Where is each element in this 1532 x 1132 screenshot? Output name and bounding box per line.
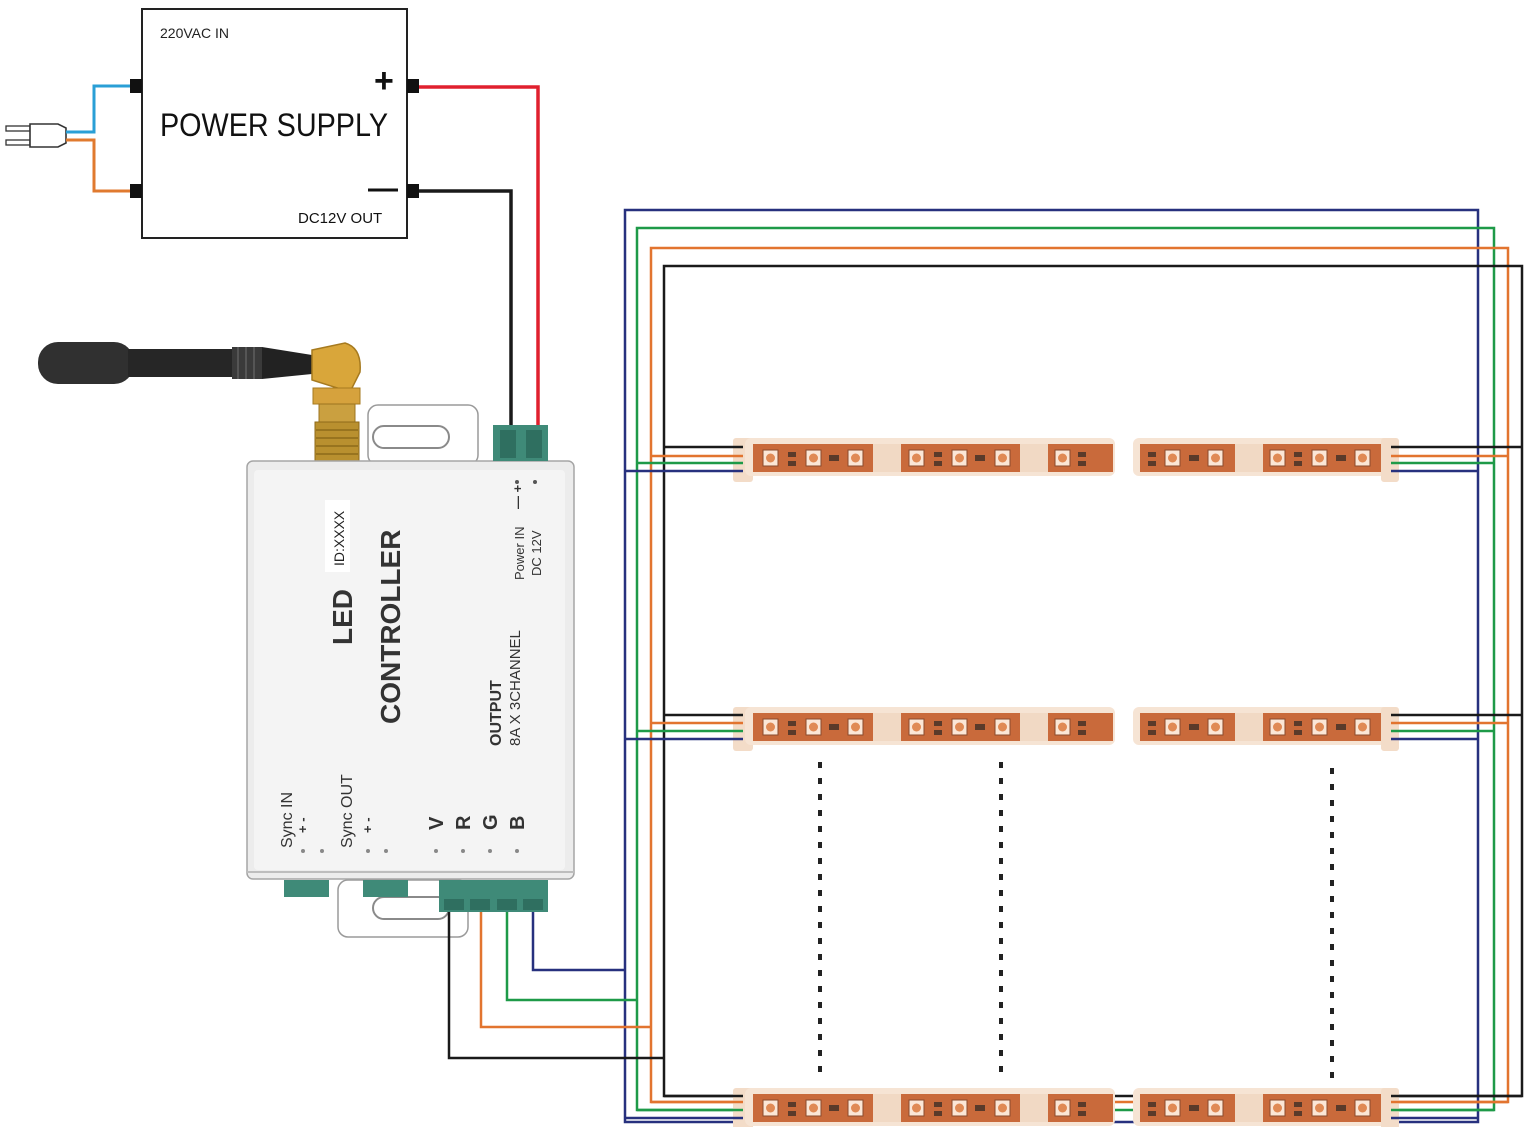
- sync-out-terminal: [363, 880, 408, 897]
- led-strip-row-bottom: [733, 1088, 1399, 1127]
- dc-negative-wire: [419, 189, 513, 427]
- led-strip-row-middle: [733, 707, 1399, 751]
- output-spec: 8A X 3CHANNEL: [507, 630, 524, 746]
- channel-b-label: B: [507, 816, 529, 830]
- ps-plus-symbol: +: [374, 62, 394, 100]
- continuation-dots: [818, 762, 1334, 1084]
- ac-plug-icon: [5, 123, 67, 148]
- led-strip-row-top: [733, 438, 1399, 482]
- led-controller: LED CONTROLLER ID:XXXX Power IN — + DC 1…: [246, 404, 575, 938]
- controller-title: CONTROLLER: [375, 530, 406, 724]
- output-wiring: [447, 208, 1524, 1124]
- sync-out-label: Sync OUT: [339, 774, 356, 848]
- v-wire: [447, 264, 1524, 1098]
- controller-id: ID:XXXX: [331, 510, 347, 566]
- power-in-dc: DC 12V: [529, 530, 544, 576]
- sync-in-signs: + -: [295, 817, 310, 833]
- b-wire: [531, 208, 1480, 1124]
- antenna-icon: [38, 342, 361, 463]
- power-in-label: Power IN: [512, 527, 527, 580]
- power-supply: 220VAC IN POWER SUPPLY + — DC12V OUT: [130, 8, 419, 239]
- sync-in-terminal: [284, 880, 329, 897]
- power-in-signs: — +: [510, 484, 525, 509]
- output-label: OUTPUT: [488, 680, 505, 746]
- channel-g-label: G: [480, 814, 502, 830]
- controller-title-led: LED: [327, 589, 358, 645]
- ac-live-wire: [66, 84, 136, 134]
- channel-v-label: V: [426, 816, 448, 830]
- sync-out-signs: + -: [360, 817, 375, 833]
- ps-minus-symbol: —: [368, 172, 398, 205]
- g-wire: [505, 226, 1496, 1112]
- ps-input-label: 220VAC IN: [160, 25, 229, 41]
- dc-positive-wire: [419, 85, 540, 427]
- r-wire: [479, 246, 1510, 1104]
- channel-r-label: R: [453, 815, 475, 830]
- sync-in-label: Sync IN: [279, 792, 296, 848]
- ps-title: POWER SUPPLY: [160, 107, 388, 143]
- ac-neutral-wire: [66, 138, 136, 193]
- ps-output-label: DC12V OUT: [298, 210, 382, 227]
- strip-lead-wires: [625, 445, 1522, 1120]
